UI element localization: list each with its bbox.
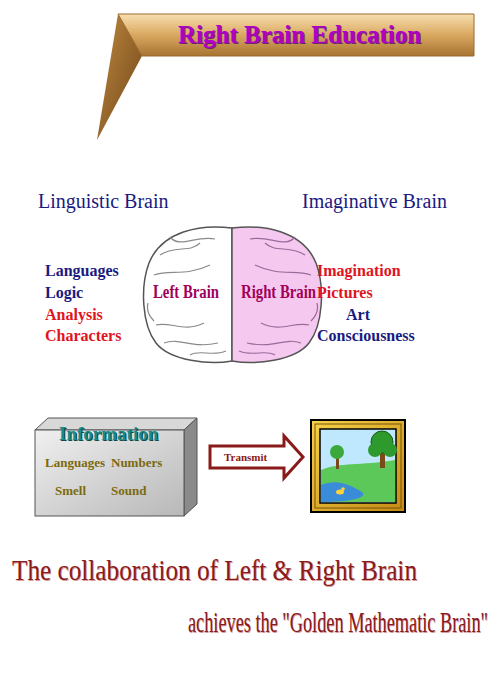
- list-item: Characters: [45, 327, 121, 345]
- box-item: Sound: [111, 484, 146, 498]
- arrow-label: Transmit: [224, 451, 267, 463]
- side-heading: Linguistic Brain: [38, 190, 169, 212]
- title: Right Brain Education: [178, 21, 421, 49]
- hemisphere-label: Right Brain: [241, 283, 316, 303]
- brain-hemisphere: Right Brain: [232, 225, 325, 365]
- brain-hemisphere: Left Brain: [140, 225, 232, 365]
- caption-line: achieves the "Golden Mathematic Brain": [188, 605, 488, 638]
- list-item: Pictures: [317, 284, 373, 302]
- box-heading: Information: [59, 424, 158, 445]
- box-item: Languages: [45, 456, 105, 470]
- hemisphere-label: Left Brain: [153, 283, 219, 303]
- list-item: Consciousness: [317, 327, 415, 345]
- list-item: Logic: [45, 284, 83, 302]
- box-item: Smell: [55, 484, 86, 498]
- list-item: Imagination: [317, 262, 401, 280]
- caption-line: The collaboration of Left & Right Brain: [12, 553, 417, 586]
- list-item: Art: [346, 306, 370, 324]
- list-item: Languages: [45, 262, 119, 280]
- information-box: InformationLanguages NumbersSmell Sound: [35, 418, 197, 517]
- transmit-arrow: [210, 436, 303, 478]
- box-item: Numbers: [111, 456, 162, 470]
- side-heading: Imaginative Brain: [302, 190, 447, 212]
- picture-frame: [311, 420, 405, 512]
- list-item: Analysis: [45, 306, 103, 324]
- title-bar: [97, 14, 474, 140]
